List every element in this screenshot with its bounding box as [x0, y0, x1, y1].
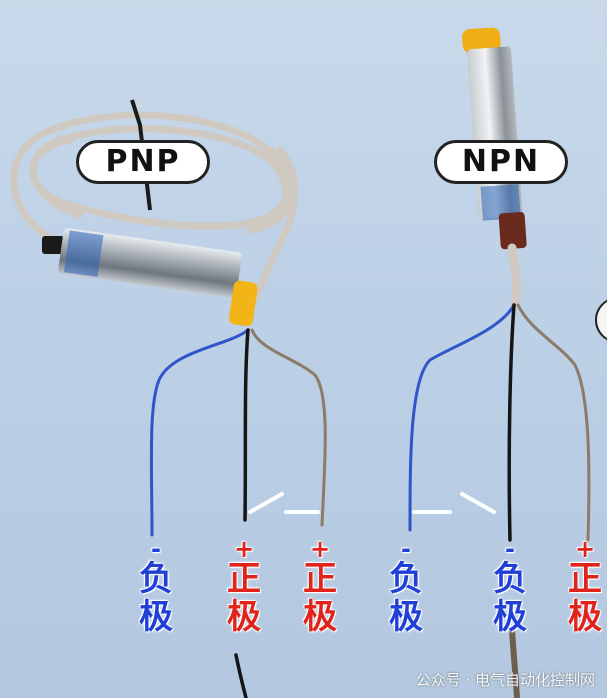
terminal-char: 负 [493, 559, 527, 599]
terminal-char: 极 [493, 597, 527, 637]
terminal-char: 正 [568, 559, 602, 599]
terminal-char: 极 [389, 597, 423, 637]
pnp-coiled-cable [10, 111, 299, 304]
terminal-label-4: - 负 极 [384, 535, 428, 637]
terminal-sign: - [401, 535, 411, 563]
terminal-char: 负 [139, 559, 173, 599]
terminal-label-1: - 负 极 [134, 535, 178, 637]
npn-cable-trunk [507, 243, 521, 310]
terminal-char: 极 [139, 597, 173, 637]
terminal-label-6: + 正 极 [563, 535, 607, 637]
terminal-label-2: + 正 极 [222, 535, 266, 637]
terminal-sign: - [151, 535, 161, 563]
pnp-switch-symbol [248, 492, 320, 514]
pnp-badge: PNP [76, 140, 210, 184]
edge-object [595, 299, 607, 341]
terminal-char: 极 [568, 597, 602, 637]
npn-sensor-body [462, 27, 527, 250]
terminal-label-5: - 负 极 [488, 535, 532, 637]
terminal-sign: + [309, 535, 331, 563]
npn-badge: NPN [434, 140, 568, 184]
terminal-label-3: + 正 极 [298, 535, 342, 637]
terminal-char: 正 [227, 559, 261, 599]
terminal-char: 极 [303, 597, 337, 637]
terminal-char: 极 [227, 597, 261, 637]
terminal-char: 负 [389, 559, 423, 599]
terminal-sign: - [505, 535, 515, 563]
npn-switch-symbol [412, 492, 496, 514]
pnp-wires [149, 328, 327, 698]
pnp-sensor-body [42, 228, 258, 327]
npn-wires [408, 303, 591, 698]
watermark-text: 公众号 · 电气自动化控制网 [415, 671, 595, 689]
terminal-char: 正 [303, 559, 337, 599]
terminal-sign: + [233, 535, 255, 563]
terminal-sign: + [574, 535, 596, 563]
